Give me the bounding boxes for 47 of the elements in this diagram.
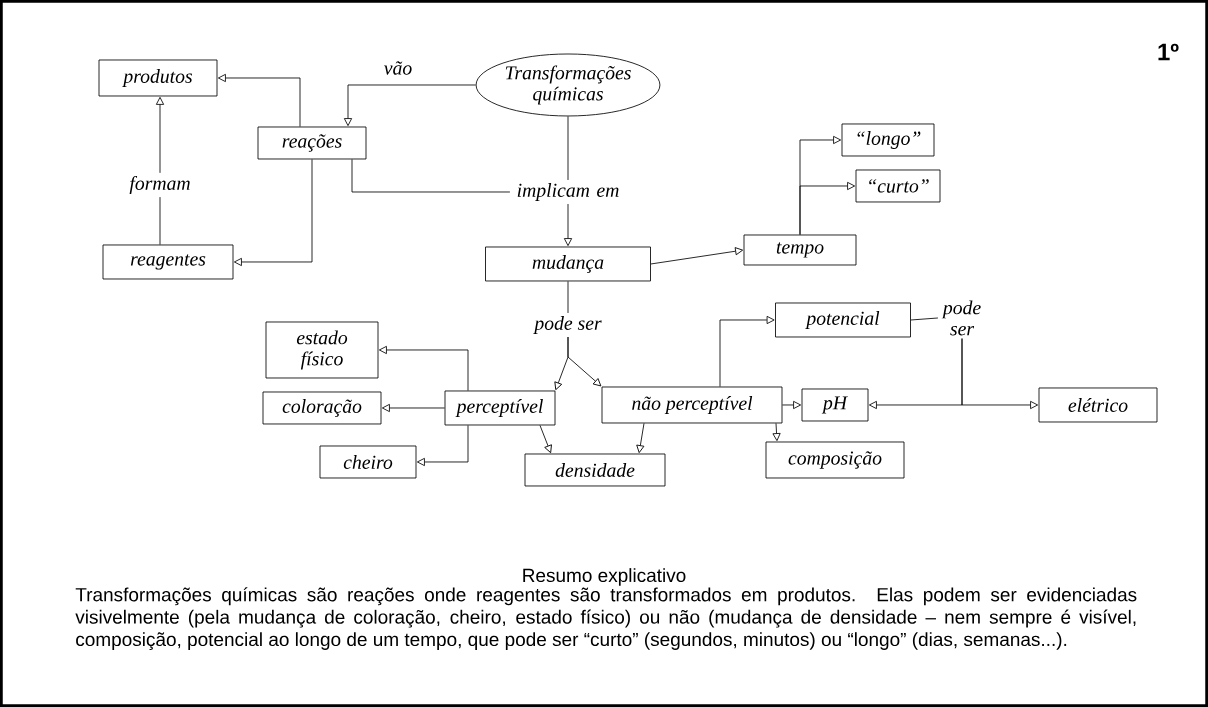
arrow [563,203,573,247]
linking-phrase: implicam em [517,183,619,201]
concept-box: “curto” [855,169,941,203]
arrow [961,338,1039,410]
arrow [416,425,469,467]
arrow [539,425,552,454]
connector-line [910,317,939,321]
concept-box: potencial [775,302,911,338]
concept-box: coloração [262,391,382,425]
arrow [233,159,313,267]
connector-line [567,281,569,314]
concept-box: elétrico [1038,387,1158,423]
arrow [636,422,645,454]
concept-box: produtos [98,59,218,97]
edge-label: vão [382,59,414,77]
concept-box: estado físico [265,321,379,379]
concept-box: perceptível [444,390,556,426]
arrow [381,403,445,413]
summary-paragraph: Transformações químicas são reações onde reagentes são transformados em produtos. Elas podem ser evidenciadas visivelmente (pela mudança de coloração, cheiro, estado físico) ou não (mudança de densidade – nem sempre é visível, composição, potencial ao longo de um tempo, que pode ser “curto” (segundos, minutos) ou “longo” (dias, semanas...). [75,587,1137,650]
arrow [782,400,802,410]
arrow [378,345,469,391]
arrow [567,336,602,387]
concept-box: tempo [743,234,857,266]
linking-phrase: pode ser [941,300,981,336]
concept-box: não perceptível [601,386,783,424]
connector-line [159,196,161,245]
concept-box: cheiro [319,445,417,479]
concept-box: densidade [524,453,666,487]
arrow [772,422,781,442]
linking-phrase: formam [129,175,190,194]
concept-box: reagentes [102,244,234,280]
concept-box: reações [257,126,367,160]
page-number: 1º [1158,43,1179,61]
arrow [650,247,744,265]
arrow [155,96,165,174]
arrow [217,73,301,127]
summary-heading: Resumo explicativo [523,568,686,586]
concept-box: composição [765,441,905,479]
arrow [799,181,856,235]
connector-line [567,116,569,181]
connector-line [351,159,511,193]
concept-box: “longo” [841,123,935,157]
arrow [719,315,775,387]
linking-phrase: pode ser [533,316,602,334]
concept-box: mudança [485,246,651,282]
concept-box: pH [801,388,869,422]
arrow [343,84,477,127]
